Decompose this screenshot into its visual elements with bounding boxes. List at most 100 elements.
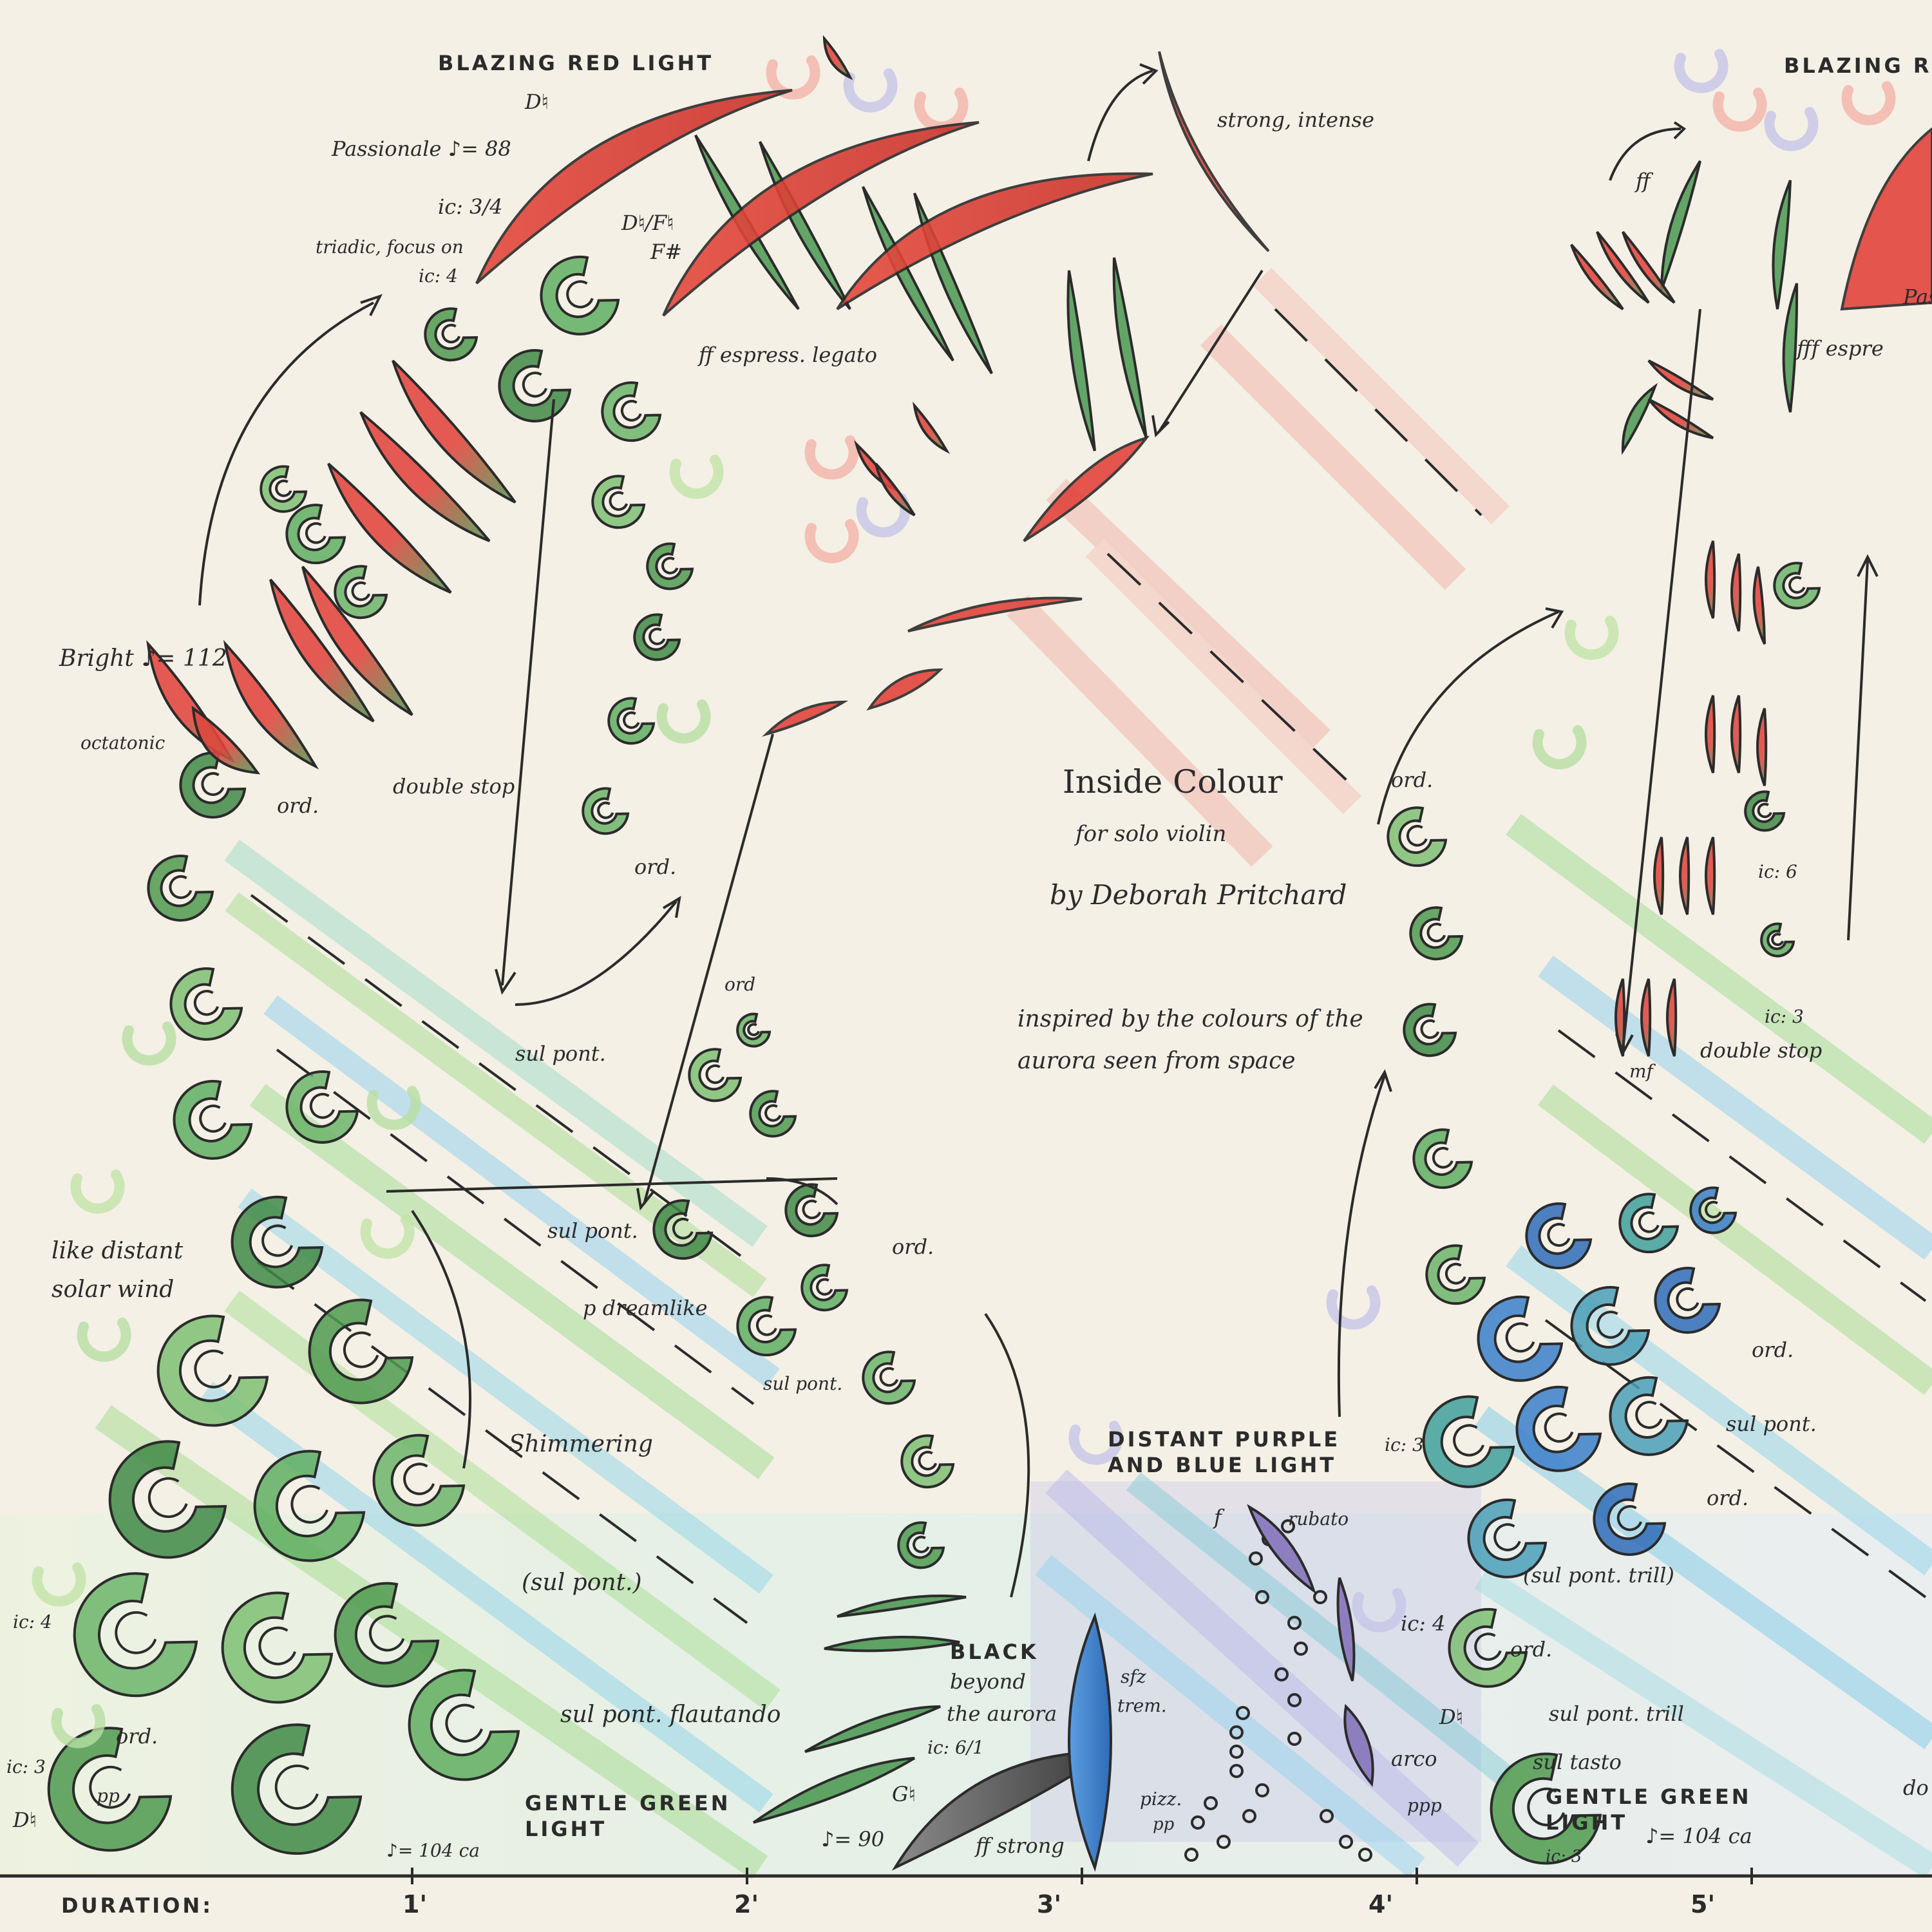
lens-blade <box>1705 837 1716 915</box>
red-arcs <box>475 51 1932 737</box>
green-curl-symbol <box>1387 806 1448 867</box>
lens-blade <box>191 705 261 775</box>
purple-leaves <box>1247 1504 1374 1787</box>
pizz-dot <box>1287 1693 1302 1707</box>
interval-ic-3-4: ic: 3/4 <box>438 194 503 219</box>
ord-2: ord. <box>634 855 677 879</box>
lens-blade <box>301 565 413 716</box>
ic-4-right: ic: 4 <box>1401 1611 1446 1636</box>
black-the-aurora: the aurora <box>947 1701 1057 1726</box>
ord-3: ord <box>724 974 756 995</box>
red-green-blades <box>146 35 1799 1057</box>
ic-3-left: ic: 3 <box>6 1756 46 1777</box>
ord-6: ord. <box>1391 768 1434 792</box>
passionate-right: Pas <box>1903 285 1932 309</box>
lens-blade <box>1647 398 1714 439</box>
green-curl-symbol <box>73 1572 198 1698</box>
heading-blazing-red-light-2: BLAZING R <box>1784 53 1932 78</box>
blue-curls <box>1422 1186 1738 1578</box>
green-curl-symbol <box>862 1350 916 1405</box>
green-curl-symbol <box>179 752 247 819</box>
pizz-dot <box>1294 1642 1308 1656</box>
sul-pont-1: sul pont. <box>515 1041 606 1066</box>
timeline-tick-3: 3' <box>1037 1890 1062 1918</box>
lens-blade <box>822 35 853 80</box>
green-curl-symbol <box>1409 906 1464 961</box>
sul-pont-4: sul pont. <box>1726 1412 1817 1436</box>
pizz-dot <box>1320 1809 1334 1823</box>
green-curl-symbol <box>253 1450 366 1562</box>
green-curl-symbol <box>897 1521 945 1569</box>
strong-intense: strong, intense <box>1217 108 1374 132</box>
green-curl-symbol <box>633 613 681 661</box>
lens-blade <box>1756 708 1768 786</box>
note-d-f-2: F# <box>650 240 683 264</box>
lens-blade <box>1772 180 1792 310</box>
pizz-dot <box>1358 1848 1372 1862</box>
dynamic-pp-2: pp <box>1153 1815 1175 1834</box>
lens-blade <box>1647 359 1714 401</box>
pizz-dot <box>1313 1590 1327 1604</box>
green-curl-symbol <box>231 1723 363 1855</box>
triadic-focus-1: triadic, focus on <box>316 236 464 258</box>
blue-curl-symbol <box>1609 1376 1689 1456</box>
pale-crescent <box>122 1021 176 1066</box>
trem: trem. <box>1117 1695 1167 1716</box>
blue-curl-symbol <box>1422 1395 1515 1488</box>
tempo-104-1: ♪= 104 ca <box>386 1840 480 1861</box>
green-curl-symbol <box>108 1440 227 1559</box>
green-curl-symbol <box>424 307 478 362</box>
pizz-dot <box>1236 1706 1250 1720</box>
heading-black: BLACK <box>950 1640 1039 1664</box>
green-curl-symbol <box>147 855 214 922</box>
ord-4: ord. <box>892 1235 934 1259</box>
green-curl-symbol <box>221 1591 334 1704</box>
green-curl-symbol <box>1412 1128 1473 1189</box>
lens-blade <box>875 462 916 516</box>
lens-blade <box>1570 243 1624 310</box>
like-distant-2: solar wind <box>52 1276 175 1303</box>
blue-curl-symbol <box>1515 1385 1602 1472</box>
green-curl-symbol <box>156 1314 269 1427</box>
lens-blade <box>1666 978 1678 1057</box>
green-curl-symbol <box>736 1296 797 1357</box>
pizz-dot <box>1339 1835 1353 1849</box>
green-curl-symbol <box>1403 1003 1457 1057</box>
green-curl-symbol <box>601 381 662 442</box>
timeline-tick-5: 5' <box>1690 1890 1716 1918</box>
sul-pont-paren: (sul pont.) <box>522 1569 642 1596</box>
lens-blade <box>1066 270 1096 451</box>
pizz-dot <box>1191 1815 1205 1830</box>
pale-crescent <box>32 1562 86 1607</box>
ord-9: ord. <box>1510 1637 1553 1662</box>
timeline-tick-4: 4' <box>1368 1890 1394 1918</box>
pizz-dot <box>1287 1616 1302 1630</box>
streaks-red <box>1007 267 1510 867</box>
green-curl-symbol <box>47 1727 173 1852</box>
note-g-natural: G♮ <box>892 1782 916 1806</box>
green-curl-symbol <box>784 1183 839 1238</box>
pizz-dot <box>1255 1783 1269 1797</box>
lens-blade <box>1640 978 1652 1057</box>
sul-pont-trill-1: (sul pont. trill) <box>1523 1563 1674 1587</box>
pale-crescent <box>804 519 859 564</box>
green-curl-symbol <box>372 1434 466 1527</box>
green-curl-symbol <box>1760 922 1795 958</box>
pale-crescent <box>1326 1285 1381 1330</box>
pale-crescent <box>366 1086 421 1130</box>
pizz-dots <box>1184 1519 1372 1862</box>
do-cut: do <box>1903 1776 1929 1800</box>
dynamic-pp: pp <box>97 1785 120 1806</box>
tempo-104-2: ♪= 104 ca <box>1645 1824 1752 1848</box>
ord-5: ord. <box>116 1724 158 1748</box>
ic-6: ic: 6 <box>1758 861 1797 882</box>
lens-blade <box>223 639 319 770</box>
pale-crescent <box>70 1170 125 1214</box>
blue-curl-symbol <box>1570 1285 1651 1366</box>
pale-crescents <box>32 49 1896 1748</box>
blue-half-disc <box>1068 1612 1112 1872</box>
ord-8: ord. <box>1707 1486 1749 1510</box>
